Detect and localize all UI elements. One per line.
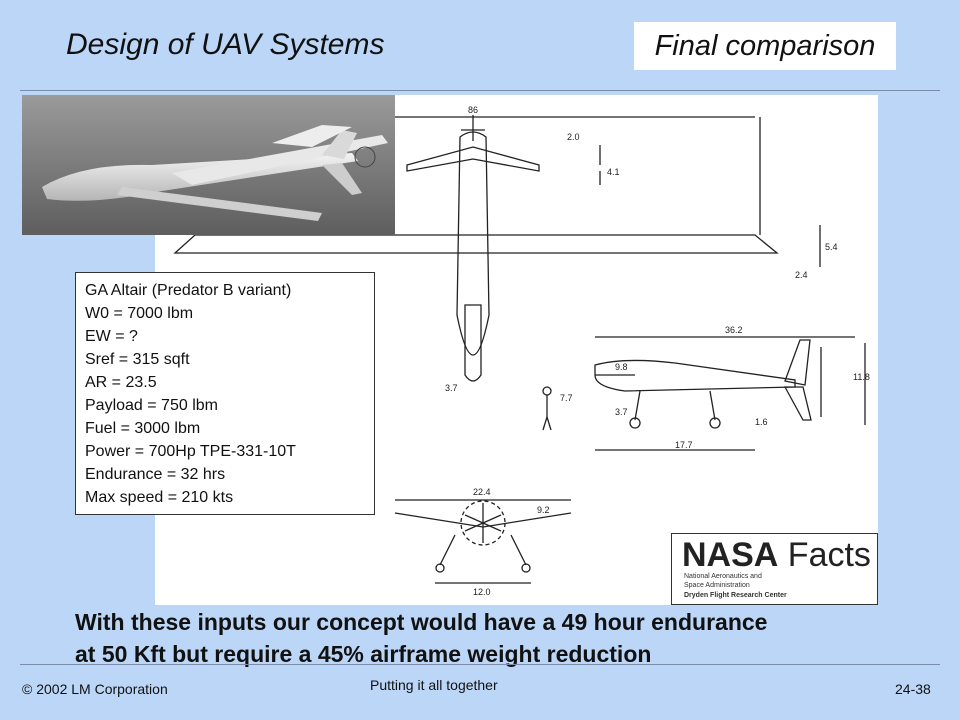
footer-section: Putting it all together [370, 677, 498, 693]
top-divider [20, 90, 940, 91]
spec-line: AR = 23.5 [85, 374, 157, 391]
agency-line-2: Space Administration [684, 582, 750, 589]
nasa-logo-facts: Facts [787, 536, 871, 574]
aircraft-photo [22, 95, 395, 235]
agency-line-1: National Aeronautics and [684, 573, 762, 580]
dim-12-0: 12.0 [473, 587, 491, 597]
spec-line: Max speed = 210 kts [85, 489, 234, 506]
spec-line: Endurance = 32 hrs [85, 466, 226, 483]
top-view-wing [173, 234, 779, 254]
dim-5-4: 5.4 [825, 242, 838, 252]
dim-span: 86 [468, 105, 478, 115]
spec-line: GA Altair (Predator B variant) [85, 282, 292, 299]
dim-2-0: 2.0 [567, 132, 580, 142]
dim-9-2: 9.2 [537, 505, 550, 515]
dim-1-6: 1.6 [755, 417, 768, 427]
dim-9-8: 9.8 [615, 362, 628, 372]
spec-line: Payload = 750 lbm [85, 397, 218, 414]
dim-3-7: 3.7 [615, 407, 628, 417]
summary-line-2: at 50 Kft but require a 45% airframe wei… [75, 641, 652, 667]
dim-17-7: 17.7 [675, 440, 693, 450]
side-view-tail [784, 339, 811, 386]
bottom-divider [20, 664, 940, 665]
slide-title: Design of UAV Systems [66, 28, 385, 61]
top-view-pod [464, 304, 482, 382]
spec-line: W0 = 7000 lbm [85, 305, 194, 322]
section-label: Final comparison [634, 22, 896, 70]
three-view-svg: 86 2.0 4.1 5.4 2.4 36.2 9.8 11.8 7.7 3.7… [173, 105, 870, 597]
agency-name: National Aeronautics and Space Administr… [684, 572, 762, 590]
center-name: Dryden Flight Research Center [684, 592, 787, 599]
spec-line: EW = ? [85, 328, 138, 345]
front-view-prop-disk [460, 500, 506, 546]
dim-2-4: 2.4 [795, 270, 808, 280]
spec-box: GA Altair (Predator B variant) W0 = 7000… [75, 272, 375, 515]
dim-3-7-pod: 3.7 [445, 383, 458, 393]
spec-line: Power = 700Hp TPE-331-10T [85, 443, 296, 460]
page-number: 24-38 [895, 681, 931, 697]
nasa-facts-badge: NASA Facts National Aeronautics and Spac… [671, 533, 878, 605]
dim-length: 36.2 [725, 325, 743, 335]
summary-text: With these inputs our concept would have… [75, 606, 905, 670]
dim-22-4: 22.4 [473, 487, 491, 497]
nasa-logo: NASA Facts [682, 536, 871, 575]
spec-line: Fuel = 3000 lbm [85, 420, 201, 437]
dim-7-7: 7.7 [560, 393, 573, 403]
dim-4-1: 4.1 [607, 167, 620, 177]
spec-line: Sref = 315 sqft [85, 351, 190, 368]
footer-copyright: © 2002 LM Corporation [22, 681, 168, 697]
nasa-logo-bold: NASA [682, 536, 779, 574]
summary-line-1: With these inputs our concept would have… [75, 609, 768, 635]
top-view-fuselage [456, 131, 490, 356]
dim-height: 11.8 [853, 372, 870, 382]
top-view-tail [406, 146, 540, 172]
